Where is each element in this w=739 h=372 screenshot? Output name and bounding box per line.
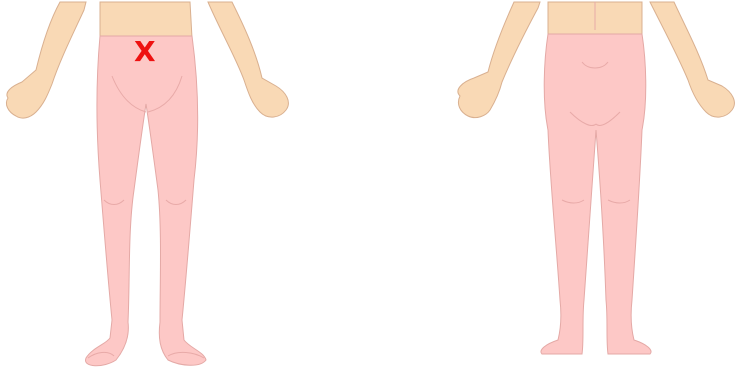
front-left-arm [6,2,86,118]
back-left-arm [458,2,540,118]
back-garment [541,34,651,354]
front-garment [86,36,206,366]
front-right-arm [208,2,288,117]
back-view-illustration [450,0,739,372]
location-marker: X [134,38,156,66]
back-right-arm [650,2,734,117]
front-view-figure: X [0,0,300,372]
back-view-figure [450,0,739,372]
front-torso [100,2,192,38]
